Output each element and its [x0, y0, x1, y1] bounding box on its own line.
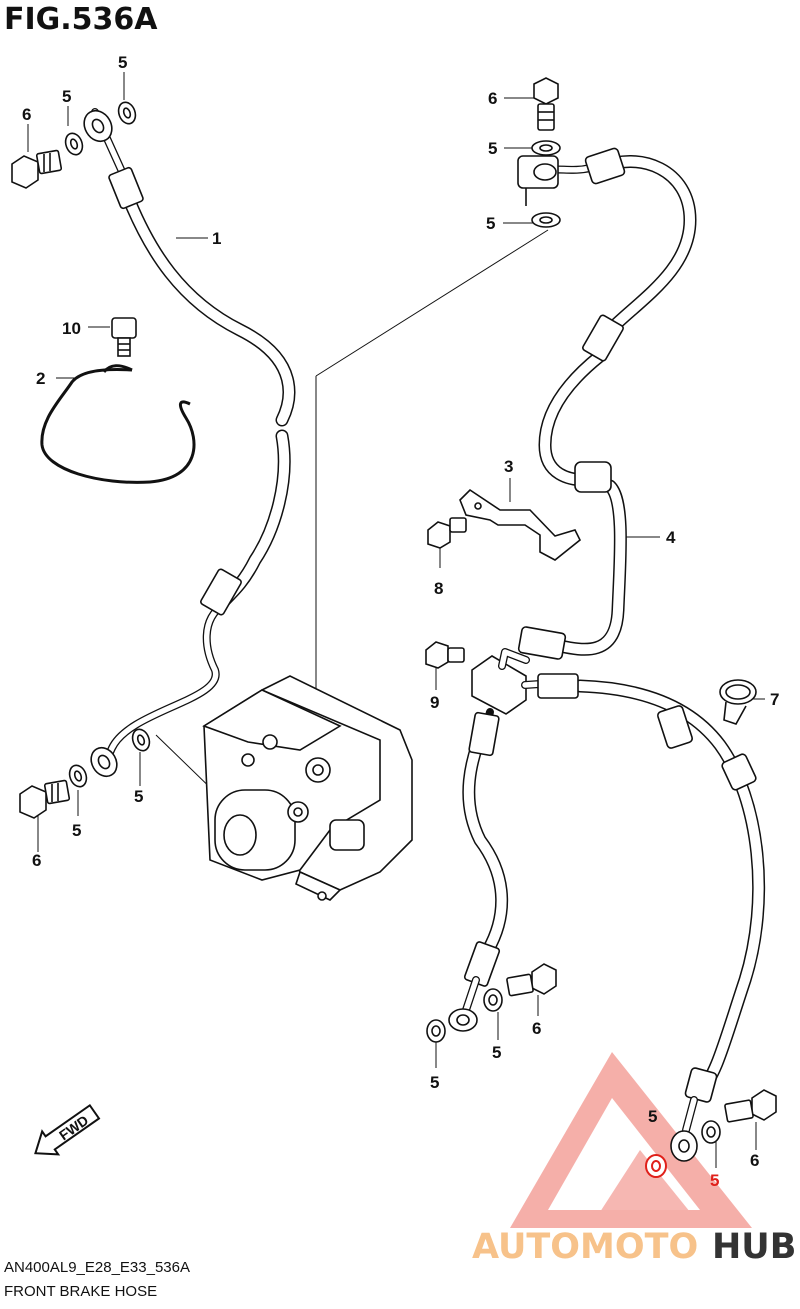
- callout-1: 1: [212, 229, 221, 248]
- callout-5-b: 5: [62, 87, 71, 106]
- callout-10: 10: [62, 319, 81, 338]
- union-bolt-6-lower-right: [724, 1089, 777, 1123]
- watermark-logo: [510, 1052, 752, 1228]
- bracket-wire-2: [40, 364, 196, 484]
- callout-5-j: 5: [710, 1171, 719, 1190]
- clamp-7: [719, 679, 757, 725]
- callout-5-c: 5: [488, 139, 497, 158]
- bolt-10: [111, 317, 137, 357]
- callout-6-c: 6: [32, 851, 41, 870]
- washers-lower: [426, 988, 721, 1178]
- callout-5-d: 5: [486, 214, 495, 233]
- callout-5-g: 5: [492, 1043, 501, 1062]
- abs-hydraulic-unit: [202, 675, 413, 901]
- callout-6-e: 6: [750, 1151, 759, 1170]
- model-code: AN400AL9_E28_E33_536A: [4, 1259, 190, 1276]
- watermark-text: AUTOMOTO HUB: [472, 1227, 796, 1267]
- fwd-arrow: FWD: [34, 1103, 101, 1156]
- callout-5-e: 5: [72, 821, 81, 840]
- callout-6-b: 6: [488, 89, 497, 108]
- callout-6-a: 6: [22, 105, 31, 124]
- brake-hose-4: [517, 147, 697, 660]
- brake-hose-1: [83, 108, 296, 778]
- watermark-text-hub: HUB: [712, 1227, 796, 1267]
- callout-8: 8: [434, 579, 443, 598]
- union-bolt-6-upper-left: [11, 149, 63, 189]
- brake-hose-lower-right: [537, 673, 766, 1162]
- watermark-text-automoto: AUTOMOTO: [472, 1227, 698, 1267]
- callout-6-d: 6: [532, 1019, 541, 1038]
- callout-9: 9: [430, 693, 439, 712]
- callout-5-h: 5: [430, 1073, 439, 1092]
- washers-left: [64, 101, 151, 788]
- callout-7: 7: [770, 690, 779, 709]
- figure-caption: FRONT BRAKE HOSE: [4, 1283, 158, 1300]
- callout-5-f: 5: [134, 787, 143, 806]
- brake-hose-lower-left: [448, 711, 509, 1032]
- bolt-9: [425, 641, 465, 669]
- leader-lines: [27, 72, 765, 1168]
- bolt-8: [427, 517, 467, 549]
- callout-5-a: 5: [118, 53, 127, 72]
- figure-title: FIG.536A: [4, 2, 158, 37]
- clamp-3: [459, 488, 582, 561]
- callout-3: 3: [504, 457, 513, 476]
- union-bolt-6-lower-left: [19, 779, 71, 819]
- union-bolt-6-lower-middle: [506, 963, 557, 997]
- callout-4: 4: [666, 528, 676, 547]
- union-bolt-6-upper-right: [533, 77, 559, 131]
- washers-upper-right: [531, 140, 561, 228]
- callout-numbers: 1 2 3 4 5 5 5 5 5 5 5 5 5 5 6 6 6 6 6 7 …: [22, 53, 779, 1190]
- callout-5-i: 5: [648, 1107, 657, 1126]
- hose-joint: [471, 648, 544, 724]
- callout-2: 2: [36, 369, 45, 388]
